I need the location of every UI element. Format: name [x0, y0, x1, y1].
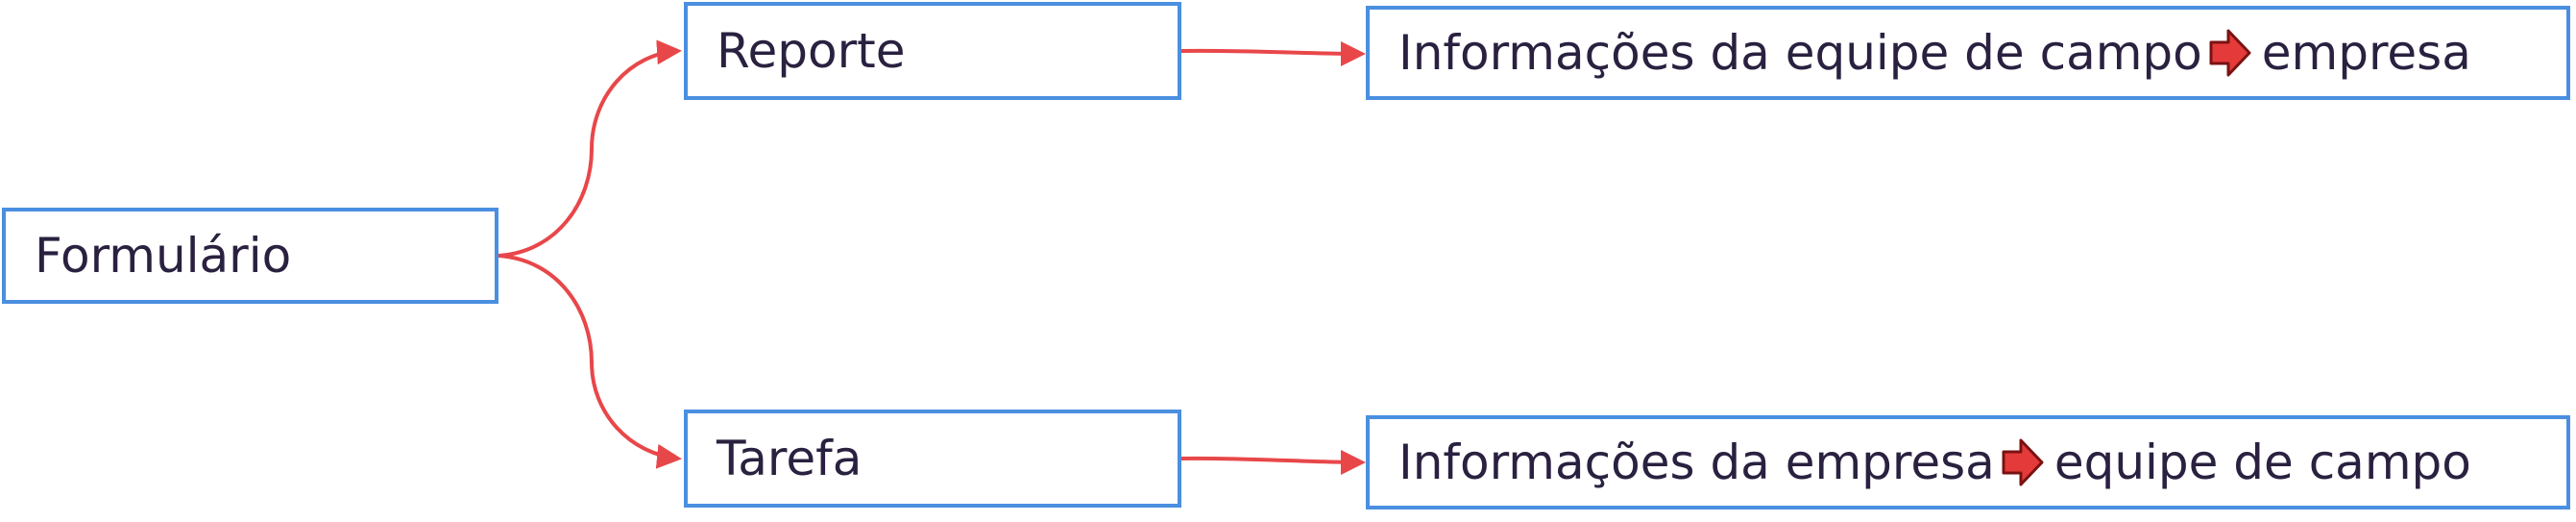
- node-formulario-label: Formulário: [35, 228, 292, 284]
- node-info-bottom-text-after: equipe de campo: [2054, 435, 2471, 490]
- node-info-top-text-before: Informações da equipe de campo: [1398, 25, 2202, 81]
- connector-formulario-to-reporte: [498, 39, 682, 258]
- connector-reporte-to-info-top: [1180, 40, 1366, 66]
- node-info-bottom-text-before: Informações da empresa: [1398, 435, 1995, 490]
- right-arrow-icon: [2002, 438, 2044, 486]
- node-info-top: Informações da equipe de campo empresa: [1366, 6, 2570, 100]
- node-reporte-label: Reporte: [717, 23, 906, 79]
- connector-formulario-to-tarefa: [498, 254, 682, 469]
- node-info-bottom: Informações da empresa equipe de campo: [1366, 415, 2570, 510]
- node-reporte: Reporte: [684, 2, 1181, 100]
- node-tarefa-label: Tarefa: [717, 431, 863, 486]
- node-formulario: Formulário: [2, 208, 498, 304]
- node-tarefa: Tarefa: [684, 410, 1181, 508]
- connector-tarefa-to-info-bottom: [1180, 449, 1366, 475]
- right-arrow-icon: [2209, 29, 2251, 77]
- node-info-top-text-after: empresa: [2261, 25, 2471, 81]
